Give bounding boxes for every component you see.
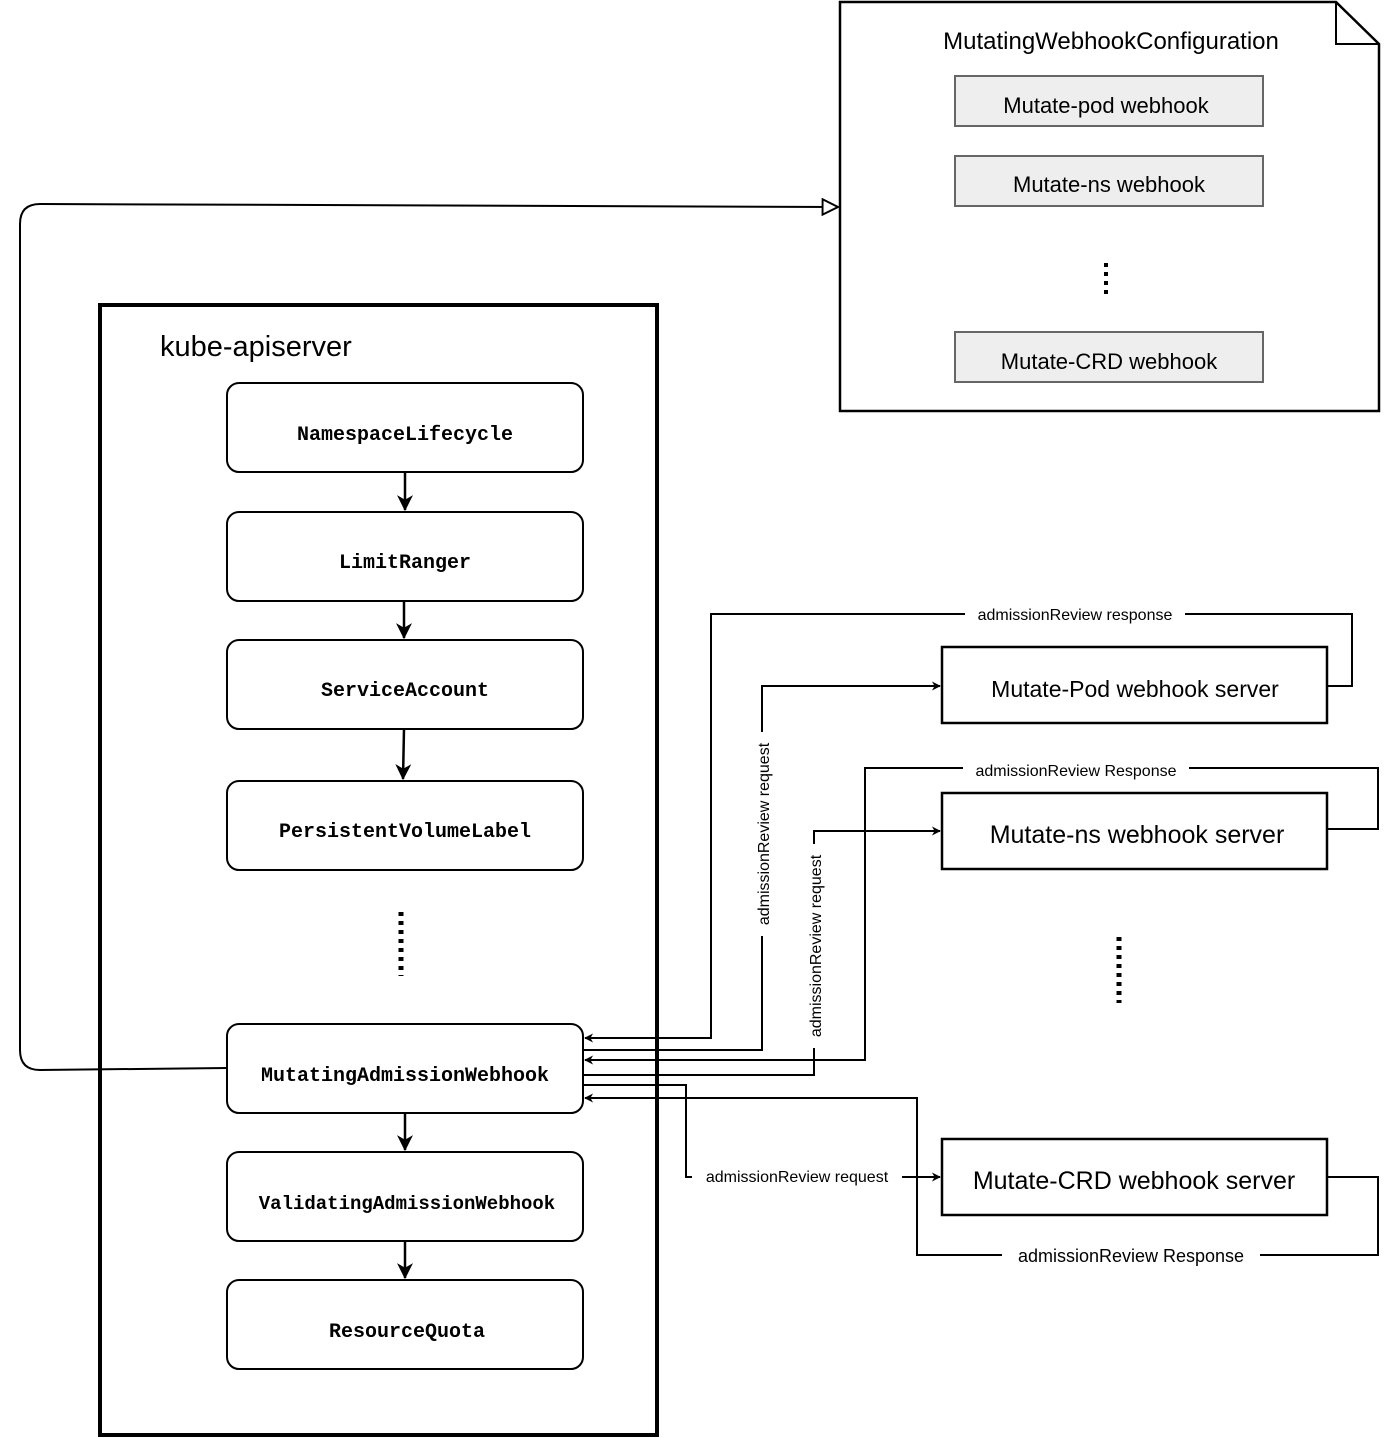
plugin-label: PersistentVolumeLabel: [279, 821, 531, 844]
server-mutate-pod: Mutate-Pod webhook server: [940, 645, 1329, 725]
edge-label-crd-request: admissionReview request: [692, 1166, 902, 1186]
webhook-mutate-crd: Mutate-CRD webhook: [954, 331, 1264, 383]
edge-label-text: admissionReview Response: [976, 763, 1177, 780]
plugin-mutatingadmissionwebhook: MutatingAdmissionWebhook: [226, 1023, 584, 1114]
server-mutate-ns: Mutate-ns webhook server: [940, 791, 1329, 871]
webhook-label: Mutate-CRD webhook: [1001, 349, 1218, 374]
edge-label-text: admissionReview request: [706, 1169, 889, 1186]
plugin-label: MutatingAdmissionWebhook: [261, 1065, 549, 1088]
edge-label-text: admissionReview Response: [1018, 1246, 1244, 1266]
plugin-namespacelifecycle: NamespaceLifecycle: [226, 382, 584, 473]
edge-label-pod-response: admissionReview response: [965, 604, 1185, 624]
config-document-fold: [1335, 2, 1379, 45]
plugin-serviceaccount: ServiceAccount: [226, 639, 584, 730]
plugin-limitranger: LimitRanger: [226, 511, 584, 602]
server-label: Mutate-ns webhook server: [990, 821, 1285, 849]
webhook-label: Mutate-pod webhook: [1003, 93, 1209, 118]
plugin-label: ResourceQuota: [329, 1321, 485, 1344]
plugin-label: ValidatingAdmissionWebhook: [259, 1193, 555, 1215]
apiserver-title: kube-apiserver: [160, 331, 352, 363]
edge-label-ns-request: admissionReview request: [805, 844, 825, 1048]
plugin-persistentvolumelabel: PersistentVolumeLabel: [226, 780, 584, 871]
config-title: MutatingWebhookConfiguration: [943, 28, 1279, 55]
plugin-resourcequota: ResourceQuota: [226, 1279, 584, 1370]
webhook-label: Mutate-ns webhook: [1013, 172, 1206, 197]
edge-label-text: admissionReview request: [756, 742, 773, 925]
server-mutate-crd: Mutate-CRD webhook server: [940, 1137, 1329, 1217]
webhook-mutate-pod: Mutate-pod webhook: [954, 75, 1264, 127]
plugin-label: ServiceAccount: [321, 680, 489, 703]
config-reference-connector: [19, 204, 838, 1072]
edge-label-pod-request: admissionReview request: [753, 732, 773, 936]
edge-label-ns-response: admissionReview Response: [963, 760, 1189, 780]
webhook-mutate-ns: Mutate-ns webhook: [954, 155, 1264, 207]
server-label: Mutate-Pod webhook server: [991, 676, 1279, 702]
edge-label-text: admissionReview request: [808, 854, 825, 1037]
plugin-validatingadmissionwebhook: ValidatingAdmissionWebhook: [226, 1151, 584, 1242]
plugin-label: LimitRanger: [339, 552, 471, 575]
apiserver-container: [98, 303, 659, 1437]
server-label: Mutate-CRD webhook server: [973, 1167, 1295, 1195]
chain-arrow: [395, 728, 412, 781]
edge-label-crd-response: admissionReview Response: [1002, 1245, 1260, 1266]
edge-label-text: admissionReview response: [978, 607, 1173, 624]
plugin-label: NamespaceLifecycle: [297, 424, 513, 447]
